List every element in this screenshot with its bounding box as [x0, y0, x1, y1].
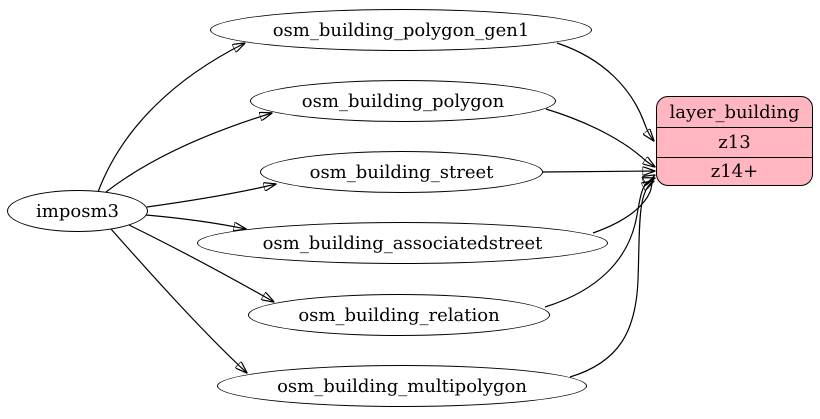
node-osm-building-polygon-gen1-label: osm_building_polygon_gen1	[272, 19, 530, 41]
edge-imposm3-to-osm-building-polygon-gen1	[97, 43, 245, 193]
node-osm-building-multipolygon-label: osm_building_multipolygon	[277, 375, 527, 397]
node-imposm3: imposm3	[7, 190, 148, 232]
node-osm-building-relation: osm_building_relation	[248, 294, 550, 336]
node-osm-building-street: osm_building_street	[260, 151, 543, 193]
edge-imposm3-to-osm-building-polygon	[105, 113, 272, 193]
edge-osm-building-street-to-layer-z14	[542, 171, 655, 172]
node-osm-building-relation-label: osm_building_relation	[298, 304, 500, 326]
edge-imposm3-to-osm-building-associatedstreet	[145, 214, 246, 229]
node-osm-building-multipolygon: osm_building_multipolygon	[217, 365, 587, 407]
edge-imposm3-to-osm-building-street	[146, 184, 276, 208]
edge-osm-building-polygon-to-layer-z14	[545, 108, 655, 167]
edge-imposm3-to-osm-building-relation	[128, 224, 274, 302]
node-osm-building-associatedstreet-label: osm_building_associatedstreet	[262, 232, 543, 254]
node-osm-building-polygon-gen1: osm_building_polygon_gen1	[210, 9, 592, 51]
layer-building-row-z14: z14+	[710, 161, 759, 182]
node-osm-building-associatedstreet: osm_building_associatedstreet	[197, 222, 608, 264]
node-imposm3-label: imposm3	[36, 200, 119, 222]
layer-building-row-z13: z13	[657, 128, 812, 158]
node-osm-building-street-label: osm_building_street	[309, 161, 494, 183]
node-layer-building: layer_building z13 z14+	[656, 96, 813, 186]
edge-imposm3-to-osm-building-multipolygon	[110, 228, 247, 373]
layer-building-title: layer_building	[657, 97, 812, 128]
edge-osm-building-multipolygon-to-layer-z14	[569, 181, 654, 378]
edge-osm-building-polygon-gen1-to-layer-z13	[556, 42, 654, 141]
node-osm-building-polygon-label: osm_building_polygon	[301, 90, 505, 112]
node-osm-building-polygon: osm_building_polygon	[250, 80, 556, 122]
